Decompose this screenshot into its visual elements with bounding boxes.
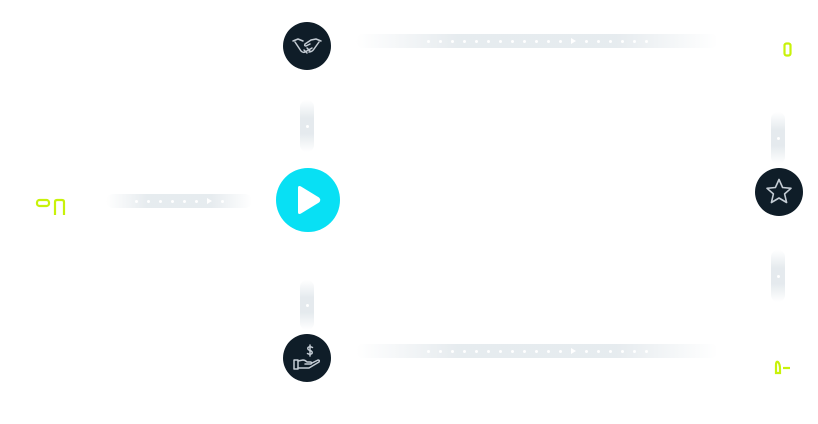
node-center[interactable] — [276, 168, 340, 232]
node-right — [755, 168, 803, 216]
connector-right-bottom — [771, 250, 785, 302]
connector-bottom — [356, 344, 718, 358]
connector-top — [356, 34, 718, 48]
node-top — [283, 22, 331, 70]
play-icon — [298, 186, 321, 214]
hand-coin-icon — [293, 344, 321, 370]
counter-left — [35, 198, 66, 215]
node-bottom — [283, 334, 331, 382]
handshake-icon — [292, 38, 322, 54]
connector-center-top — [300, 100, 314, 152]
connector-right-top — [771, 112, 785, 164]
counter-bottom-right — [774, 360, 790, 375]
counter-top-right — [783, 42, 792, 57]
star-icon — [766, 178, 792, 204]
connector-left — [106, 194, 252, 208]
connector-center-bottom — [300, 280, 314, 330]
